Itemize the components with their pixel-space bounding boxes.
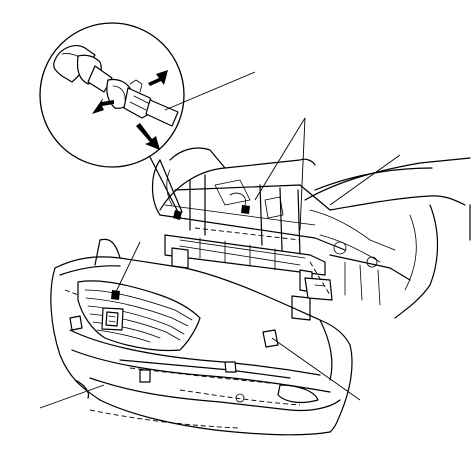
vehicle-front-structure <box>151 147 471 321</box>
callout-circle <box>39 22 185 213</box>
pull-arrow <box>136 123 160 150</box>
front-bumper-fascia <box>50 238 353 436</box>
leader-line-bumper-tab <box>271 337 361 401</box>
leader-lines <box>39 71 401 409</box>
leader-line-bumper <box>39 384 105 409</box>
leader-line-callout <box>164 71 256 111</box>
leader-line-frame-a <box>254 117 306 201</box>
clip-connector <box>53 45 179 127</box>
emblem-icon <box>101 307 124 331</box>
leader-line-frame-b <box>299 117 306 231</box>
leader-line-hood <box>329 154 401 206</box>
front-grille <box>77 280 201 352</box>
leader-line-grille <box>113 241 141 297</box>
push-arrow-upper <box>148 70 168 86</box>
push-arrow-lower <box>92 98 114 114</box>
